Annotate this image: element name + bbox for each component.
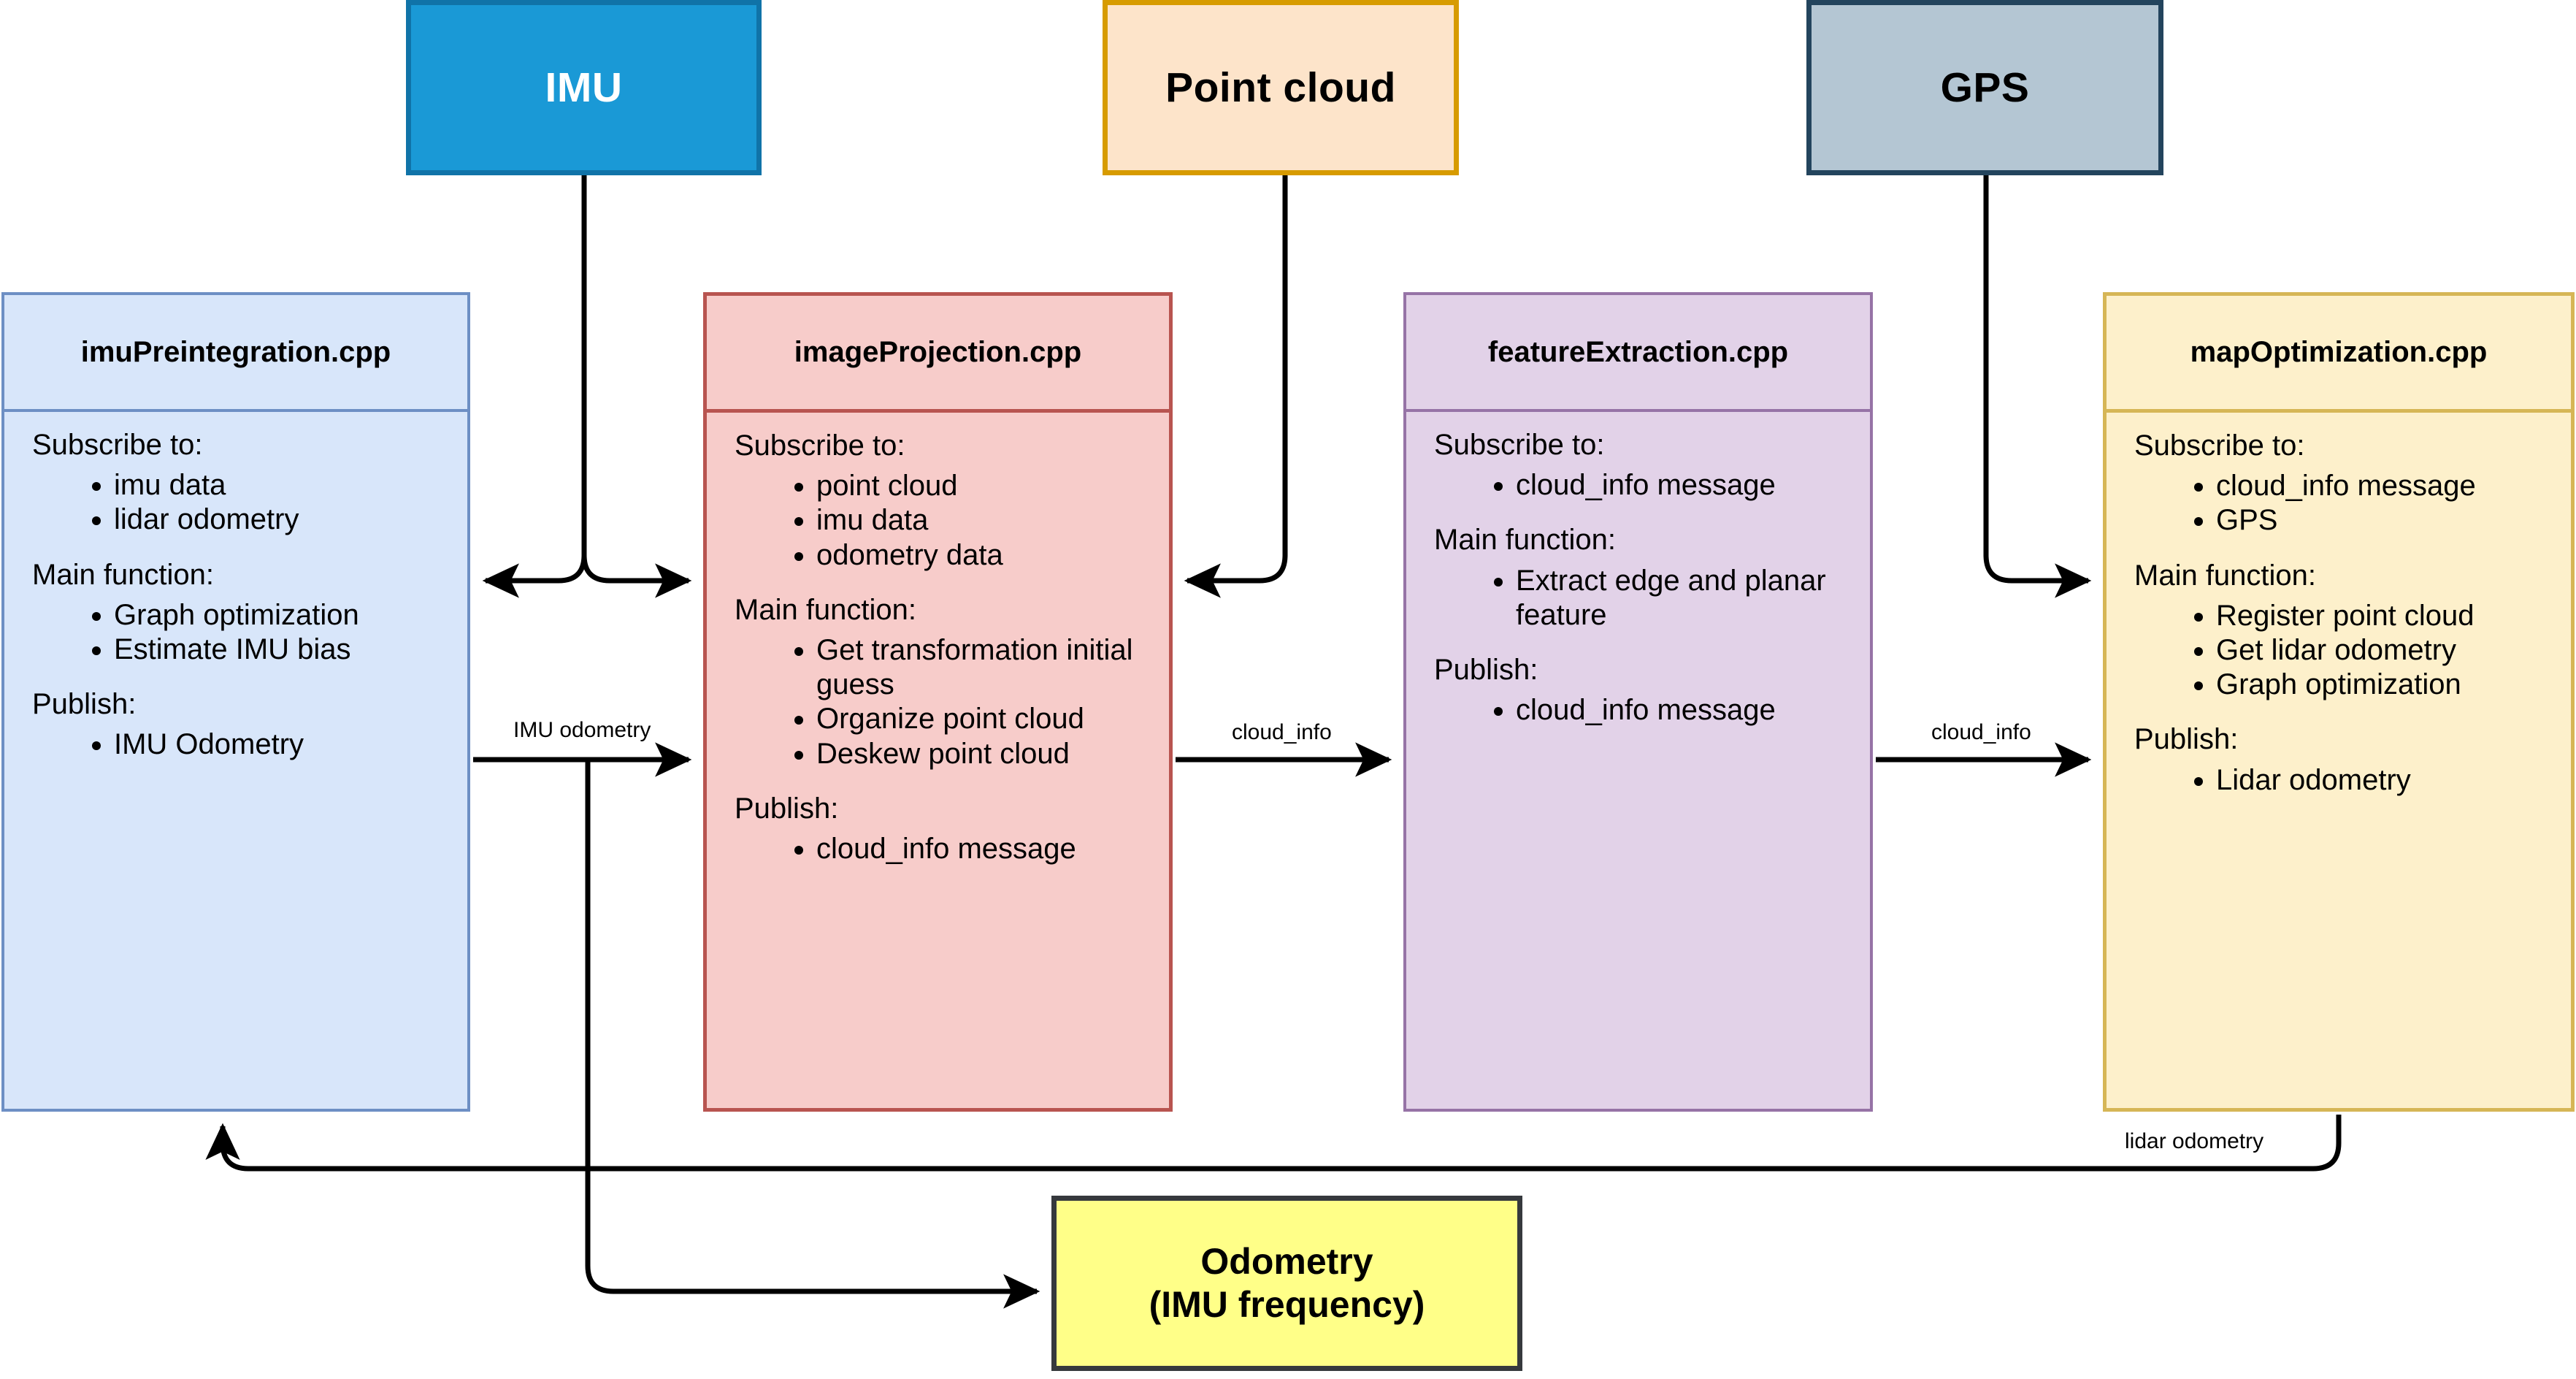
module-title-text: imageProjection.cpp xyxy=(794,336,1082,368)
publish-label: Publish: xyxy=(735,792,839,825)
source-label-imu: IMU xyxy=(545,64,623,111)
spacer xyxy=(1406,503,1870,523)
list-item: Extract edge and planar feature xyxy=(1516,564,1870,633)
wire-lidar-odometry-feedback xyxy=(205,1115,2342,1172)
edge-label-cloud-info-1: cloud_info xyxy=(1232,720,1332,744)
subscribe-list: cloud_info message xyxy=(1406,468,1870,503)
list-item: imu data xyxy=(114,468,467,503)
module-title-text: featureExtraction.cpp xyxy=(1487,335,1789,368)
list-item: odometry data xyxy=(816,538,1169,573)
main-function-list: Register point cloud Get lidar odometry … xyxy=(2107,599,2571,703)
source-box-imu[interactable]: IMU xyxy=(406,0,762,175)
module-title-imu-preintegration: imuPreintegration.cpp xyxy=(4,295,467,412)
list-item: lidar odometry xyxy=(114,503,467,537)
list-item: Register point cloud xyxy=(2216,599,2571,633)
module-title-text: mapOptimization.cpp xyxy=(2190,336,2488,368)
publish-list: cloud_info message xyxy=(707,832,1169,866)
module-title-feature-extraction: featureExtraction.cpp xyxy=(1406,295,1870,412)
main-function-list: Graph optimization Estimate IMU bias xyxy=(4,598,467,667)
module-title-text: imuPreintegration.cpp xyxy=(80,335,391,368)
list-item: cloud_info message xyxy=(816,832,1169,866)
spacer xyxy=(707,573,1169,593)
publish-list: cloud_info message xyxy=(1406,693,1870,727)
spacer xyxy=(2107,702,2571,722)
subscribe-label: Subscribe to: xyxy=(2134,429,2305,462)
module-title-image-projection: imageProjection.cpp xyxy=(707,296,1169,413)
module-imu-preintegration[interactable]: imuPreintegration.cpp Subscribe to: imu … xyxy=(1,292,470,1112)
main-function-label: Main function: xyxy=(2134,559,2317,592)
wire-imu-split-left xyxy=(482,175,587,598)
list-item: Graph optimization xyxy=(2216,668,2571,702)
edge-label-imu-odometry: IMU odometry xyxy=(513,718,651,742)
subscribe-label: Subscribe to: xyxy=(735,429,905,462)
main-function-label: Main function: xyxy=(1434,524,1617,557)
spacer xyxy=(2107,538,2571,559)
source-box-gps[interactable]: GPS xyxy=(1806,0,2163,175)
output-line-2: (IMU frequency) xyxy=(1149,1284,1425,1325)
source-label-gps: GPS xyxy=(1940,64,2030,111)
main-function-label: Main function: xyxy=(32,558,215,591)
list-item: imu data xyxy=(816,503,1169,538)
publish-list: IMU Odometry xyxy=(4,727,467,762)
spacer xyxy=(4,538,467,558)
source-label-point-cloud: Point cloud xyxy=(1165,64,1396,111)
list-item: Get lidar odometry xyxy=(2216,633,2571,668)
subscribe-list: imu data lidar odometry xyxy=(4,468,467,537)
module-body-map-optimization: Subscribe to: cloud_info message GPS Mai… xyxy=(2107,413,2571,1108)
module-body-image-projection: Subscribe to: point cloud imu data odome… xyxy=(707,413,1169,1108)
output-box-odometry[interactable]: Odometry (IMU frequency) xyxy=(1051,1196,1522,1371)
list-item: Lidar odometry xyxy=(2216,763,2571,798)
subscribe-label: Subscribe to: xyxy=(1434,429,1605,461)
wire-pointcloud-to-imageprojection xyxy=(1184,175,1288,598)
list-item: Organize point cloud xyxy=(816,702,1169,736)
list-item: Estimate IMU bias xyxy=(114,633,467,667)
module-image-projection[interactable]: imageProjection.cpp Subscribe to: point … xyxy=(703,292,1173,1112)
list-item: Graph optimization xyxy=(114,598,467,633)
edge-label-lidar-odometry: lidar odometry xyxy=(2125,1129,2264,1153)
list-item: point cloud xyxy=(816,469,1169,503)
edge-label-cloud-info-2: cloud_info xyxy=(1931,720,2031,744)
publish-label: Publish: xyxy=(32,688,137,721)
main-function-list: Extract edge and planar feature xyxy=(1406,564,1870,633)
list-item: Get transformation initial guess xyxy=(816,633,1169,702)
main-function-label: Main function: xyxy=(735,593,917,626)
wire-gps-to-mapoptimization xyxy=(1983,175,2092,598)
subscribe-list: cloud_info message GPS xyxy=(2107,469,2571,538)
wire-imu-split-right xyxy=(581,175,692,598)
subscribe-list: point cloud imu data odometry data xyxy=(707,469,1169,573)
module-feature-extraction[interactable]: featureExtraction.cpp Subscribe to: clou… xyxy=(1403,292,1873,1112)
list-item: cloud_info message xyxy=(1516,468,1870,503)
module-title-map-optimization: mapOptimization.cpp xyxy=(2107,296,2571,413)
list-item: cloud_info message xyxy=(1516,693,1870,727)
module-body-imu-preintegration: Subscribe to: imu data lidar odometry Ma… xyxy=(4,412,467,1109)
subscribe-label: Subscribe to: xyxy=(32,429,203,461)
module-body-feature-extraction: Subscribe to: cloud_info message Main fu… xyxy=(1406,412,1870,1109)
publish-label: Publish: xyxy=(2134,723,2239,756)
spacer xyxy=(1406,633,1870,653)
module-map-optimization[interactable]: mapOptimization.cpp Subscribe to: cloud_… xyxy=(2103,292,2575,1112)
list-item: cloud_info message xyxy=(2216,469,2571,503)
list-item: GPS xyxy=(2216,503,2571,538)
publish-list: Lidar odometry xyxy=(2107,763,2571,798)
list-item: Deskew point cloud xyxy=(816,737,1169,771)
output-line-1: Odometry xyxy=(1200,1241,1373,1282)
main-function-list: Get transformation initial guess Organiz… xyxy=(707,633,1169,771)
spacer xyxy=(4,667,467,687)
spacer xyxy=(707,771,1169,792)
publish-label: Publish: xyxy=(1434,653,1538,686)
source-box-point-cloud[interactable]: Point cloud xyxy=(1103,0,1459,175)
list-item: IMU Odometry xyxy=(114,727,467,762)
